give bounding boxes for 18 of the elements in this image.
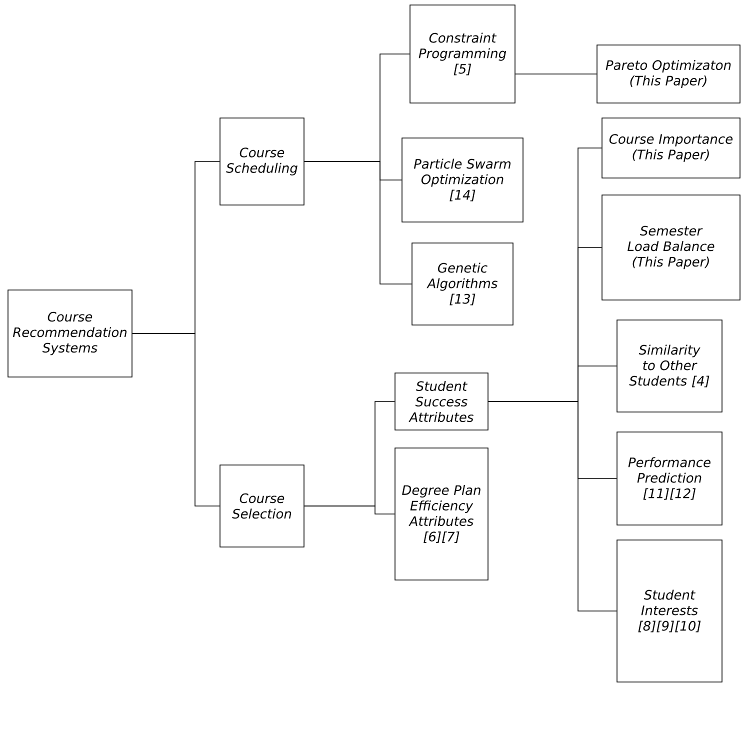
process-box: Course Importance (This Paper) bbox=[602, 118, 740, 178]
connector bbox=[304, 506, 395, 514]
process-box: Degree Plan Efficiency Attributes [6][7] bbox=[394, 448, 488, 580]
process-box: Course Scheduling bbox=[220, 118, 304, 206]
process-box: Similarity to Other Students [4] bbox=[616, 320, 722, 412]
process-box: Student Success Attributes bbox=[394, 372, 488, 430]
process-box: Particle Swarm Optimization [14] bbox=[402, 138, 524, 222]
process-box: Pareto Optimizaton (This Paper) bbox=[596, 44, 740, 104]
connector bbox=[488, 401, 617, 612]
process-box: Performance Prediction [11][12] bbox=[616, 432, 722, 526]
connector bbox=[132, 333, 220, 506]
process-box: Genetic Algorithms [13] bbox=[412, 242, 514, 326]
process-box: Course Recommendation Systems bbox=[8, 290, 132, 378]
process-box: Course Selection bbox=[220, 464, 304, 548]
process-box: Semester Load Balance (This Paper) bbox=[602, 194, 740, 300]
connector bbox=[304, 161, 412, 284]
process-box: Student Interests [8][9][10] bbox=[616, 540, 722, 682]
process-box: Constraint Programming [5] bbox=[410, 4, 516, 104]
